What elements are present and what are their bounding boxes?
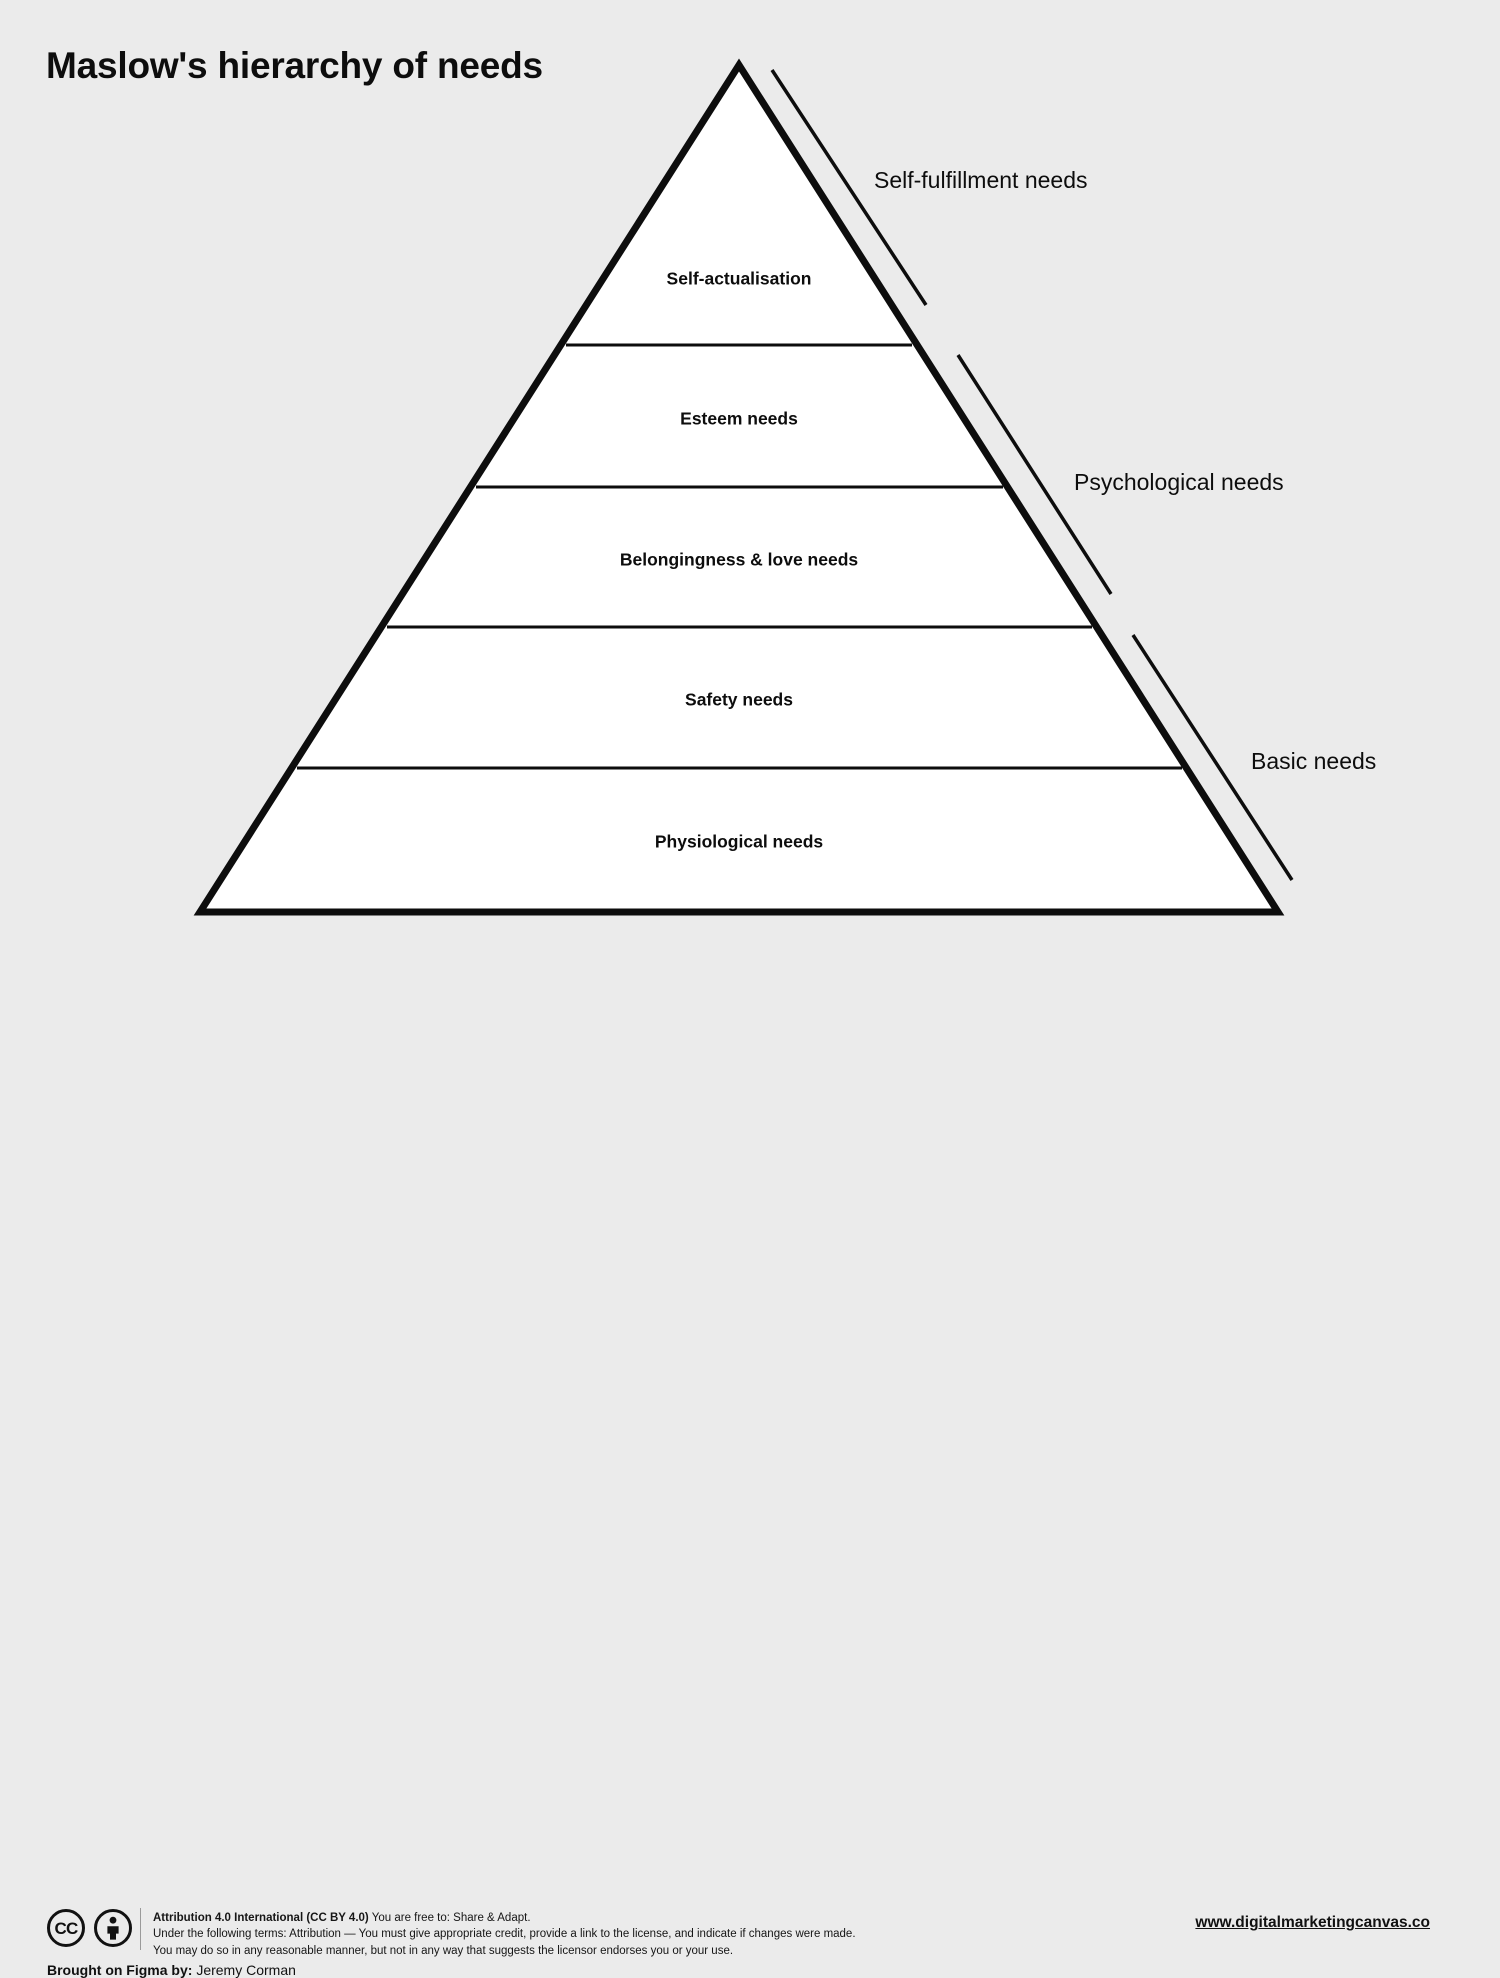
poster-canvas: Maslow's hierarchy of needs Self-actuali… — [0, 45, 1500, 1978]
creative-commons-badges: CC — [47, 1909, 132, 1947]
license-line-1-bold: Attribution 4.0 International (CC BY 4.0… — [153, 1912, 369, 1924]
license-line-1: Attribution 4.0 International (CC BY 4.0… — [153, 1910, 913, 1926]
tier-label-safety-needs: Safety needs — [685, 690, 793, 710]
maslow-pyramid-diagram: Self-actualisation Esteem needs Belongin… — [193, 58, 1376, 916]
license-line-3: You may do so in any reasonable manner, … — [153, 1944, 734, 1957]
page-title: Maslow's hierarchy of needs — [46, 45, 543, 86]
cc-badge-text: CC — [54, 1918, 79, 1938]
license-line-2: Under the following terms: Attribution —… — [153, 1928, 856, 1941]
group-label-basic-needs: Basic needs — [1251, 748, 1376, 774]
tier-label-physiological-needs: Physiological needs — [655, 832, 824, 852]
bracket-line-psychological — [956, 354, 1113, 595]
website-url-link[interactable]: www.digitalmarketingcanvas.co — [1195, 1914, 1430, 1931]
creative-commons-icon: CC — [47, 1909, 85, 1947]
footer-divider — [140, 1908, 141, 1950]
footer: CC Attribution 4.0 International (CC BY … — [0, 946, 1500, 1978]
license-line-1-rest: You are free to: Share & Adapt. — [368, 1912, 531, 1924]
author-credit-label: Brought on Figma by: — [47, 1962, 193, 1978]
tier-label-esteem-needs: Esteem needs — [680, 409, 798, 429]
author-credit: Brought on Figma by: Jeremy Corman — [47, 1962, 296, 1978]
group-label-self-fulfillment-needs: Self-fulfillment needs — [874, 167, 1088, 193]
license-text: Attribution 4.0 International (CC BY 4.0… — [153, 1910, 913, 1959]
attribution-person-icon — [94, 1909, 132, 1947]
group-label-psychological-needs: Psychological needs — [1074, 469, 1284, 495]
tier-label-self-actualisation: Self-actualisation — [667, 269, 812, 289]
pyramid-outline — [193, 58, 1285, 916]
author-credit-name: Jeremy Corman — [192, 1962, 296, 1978]
bracket-line-basic — [1131, 634, 1294, 881]
tier-label-belongingness-love-needs: Belongingness & love needs — [620, 550, 859, 570]
bracket-line-self-fulfillment — [770, 69, 928, 306]
